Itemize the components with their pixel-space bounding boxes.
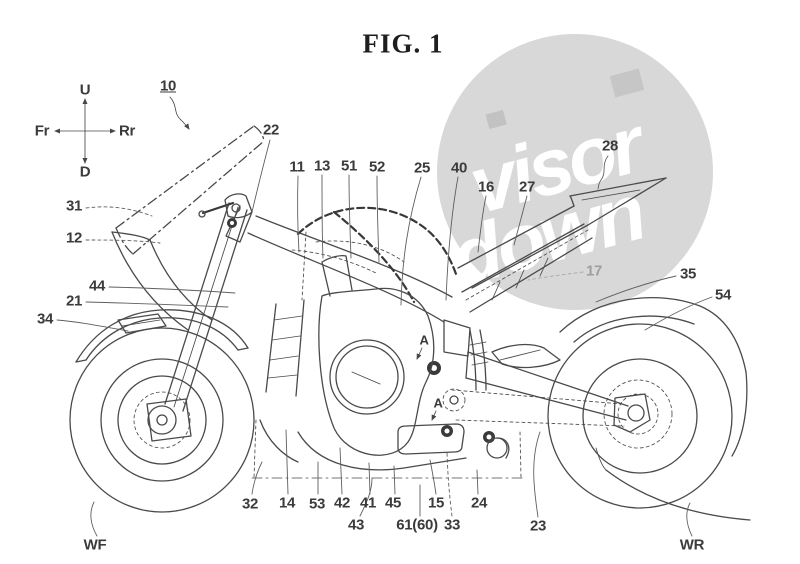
ref-label-28: 28 xyxy=(601,137,619,155)
leader-lines xyxy=(56,139,713,537)
ref-label-42: 42 xyxy=(333,494,351,512)
front-fork xyxy=(164,193,253,412)
rear-fender xyxy=(559,297,751,521)
belly-exhaust xyxy=(259,343,561,471)
ref-label-21: 21 xyxy=(65,292,83,310)
ref-label-12: 12 xyxy=(65,229,83,247)
construction-lines xyxy=(251,419,525,479)
rear-shock-linkage xyxy=(427,329,495,443)
ref-label-15: 15 xyxy=(427,494,445,512)
ref-label-Fr: Fr xyxy=(34,122,50,140)
ref-label-32: 32 xyxy=(241,495,259,513)
ref-label-33: 33 xyxy=(443,516,461,534)
ref-label-16: 16 xyxy=(477,178,495,196)
ref-label-45: 45 xyxy=(384,494,402,512)
ref-label-D: D xyxy=(79,163,91,181)
fuel-tank xyxy=(291,206,458,304)
ref-label-13: 13 xyxy=(313,157,331,175)
main-frame xyxy=(247,215,471,357)
section-a-arrows xyxy=(416,347,437,421)
orientation-compass xyxy=(54,98,116,164)
front-fairing xyxy=(111,231,213,334)
ref-label-43: 43 xyxy=(347,516,365,534)
ref-label-Rr: Rr xyxy=(118,122,136,140)
engine xyxy=(318,255,435,456)
radiator xyxy=(265,299,305,397)
ref-label-40: 40 xyxy=(450,159,468,177)
ref-label-WR: WR xyxy=(679,536,705,554)
ref-label-14: 14 xyxy=(278,494,296,512)
ref-label-53: 53 xyxy=(308,495,326,513)
ref-label-41: 41 xyxy=(359,494,377,512)
ref-label-54: 54 xyxy=(714,286,732,304)
subframe xyxy=(461,223,593,313)
ref-label-25: 25 xyxy=(413,159,431,177)
visordown-watermark: visor down xyxy=(437,34,713,310)
front-wheel xyxy=(69,327,255,513)
rear-wheel xyxy=(547,323,733,509)
ref-label-WF: WF xyxy=(83,536,107,554)
ref-label-17: 17 xyxy=(585,262,603,280)
front-fender xyxy=(75,309,249,363)
ref-label-A: A xyxy=(433,395,443,411)
ref-label-6160: 61(60) xyxy=(396,516,438,534)
ref-label-35: 35 xyxy=(679,265,697,283)
windscreen xyxy=(115,125,265,255)
ref-label-51: 51 xyxy=(340,157,358,175)
ref-label-34: 34 xyxy=(36,310,54,328)
ref-label-27: 27 xyxy=(518,178,536,196)
ref-label-11: 11 xyxy=(289,158,305,176)
ref-label-24: 24 xyxy=(470,494,488,512)
ref-label-31: 31 xyxy=(65,197,83,215)
ref-label-U: U xyxy=(79,81,91,99)
ref-label-22: 22 xyxy=(262,121,280,139)
ref-label-A: A xyxy=(419,332,429,348)
figure-title: FIG. 1 xyxy=(362,28,444,59)
ref-label-44: 44 xyxy=(88,277,106,295)
ref-label-52: 52 xyxy=(368,158,386,176)
figure-10-arrow xyxy=(169,96,190,130)
swingarm xyxy=(442,351,629,427)
ref-label-10: 10 xyxy=(159,77,177,95)
ref-label-23: 23 xyxy=(529,517,547,535)
